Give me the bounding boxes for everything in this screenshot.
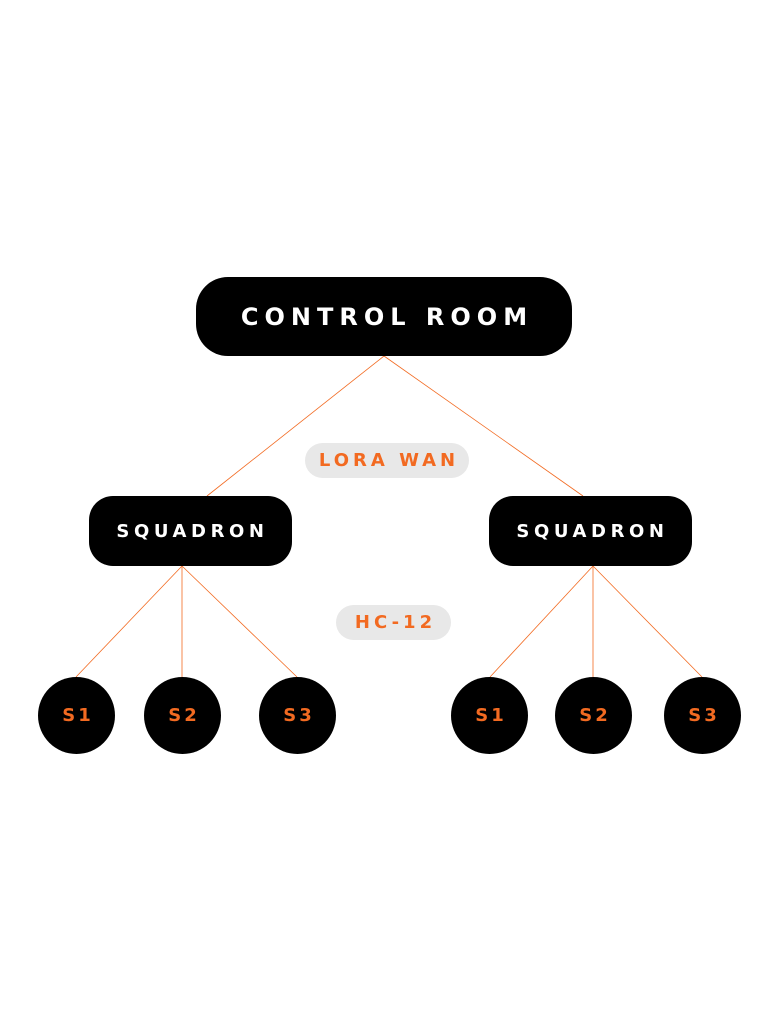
sensor-node-left-1: S1 bbox=[38, 677, 115, 754]
control-room-node: CONTROL ROOM bbox=[196, 277, 572, 356]
squadron-node-right: SQUADRON bbox=[489, 496, 692, 566]
lora-wan-link-label: LORA WAN bbox=[305, 443, 469, 478]
link-left-squadron-to-s3 bbox=[181, 565, 298, 678]
sensor-node-left-3: S3 bbox=[259, 677, 336, 754]
link-left-squadron-to-s1 bbox=[75, 565, 183, 678]
hc-12-link-label: HC-12 bbox=[336, 605, 451, 640]
sensor-node-right-2: S2 bbox=[555, 677, 632, 754]
link-right-squadron-to-s1 bbox=[489, 565, 594, 678]
sensor-node-right-3: S3 bbox=[664, 677, 741, 754]
link-right-squadron-to-s3 bbox=[592, 565, 703, 678]
sensor-node-left-2: S2 bbox=[144, 677, 221, 754]
link-root-to-left-squadron bbox=[206, 355, 385, 497]
link-root-to-right-squadron bbox=[383, 355, 584, 497]
squadron-node-left: SQUADRON bbox=[89, 496, 292, 566]
sensor-node-right-1: S1 bbox=[451, 677, 528, 754]
